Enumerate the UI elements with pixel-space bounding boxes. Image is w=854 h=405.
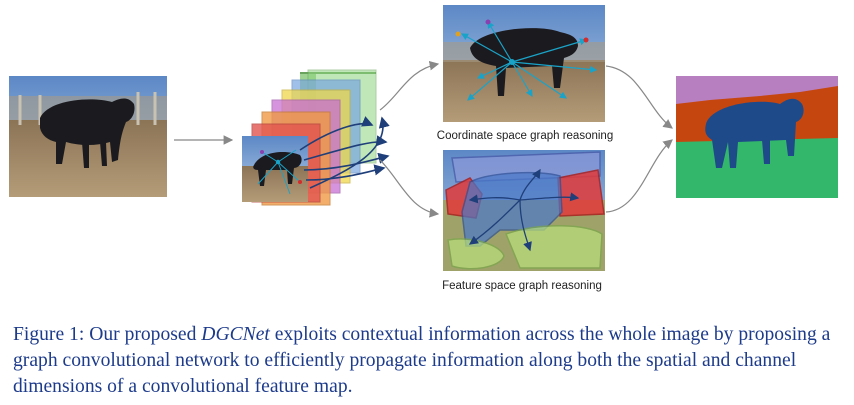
arrow-to-coordinate xyxy=(379,60,440,111)
feature-thumbnail xyxy=(242,136,308,202)
label-feature: Feature space graph reasoning xyxy=(442,280,602,292)
coordinate-space-image xyxy=(443,5,605,122)
figure-diagram: Coordinate space graph reasoning Feature… xyxy=(9,5,838,292)
caption-body: exploits contextual information across t… xyxy=(13,324,831,397)
arrow-coordinate-to-output xyxy=(605,65,673,129)
figure-caption: Figure 1: Our proposed DGCNet exploits c… xyxy=(13,322,843,400)
segmentation-output xyxy=(676,76,838,198)
caption-prefix: Figure 1: Our proposed xyxy=(13,324,202,345)
feature-space-image xyxy=(443,150,605,271)
arrow-to-feature xyxy=(379,159,440,218)
cow-silhouette xyxy=(40,98,135,168)
feature-map-stack xyxy=(242,69,390,206)
arrow-feature-to-output xyxy=(605,139,673,213)
caption-method-name: DGCNet xyxy=(201,324,270,345)
label-coordinate: Coordinate space graph reasoning xyxy=(437,130,613,142)
input-image xyxy=(9,76,167,197)
